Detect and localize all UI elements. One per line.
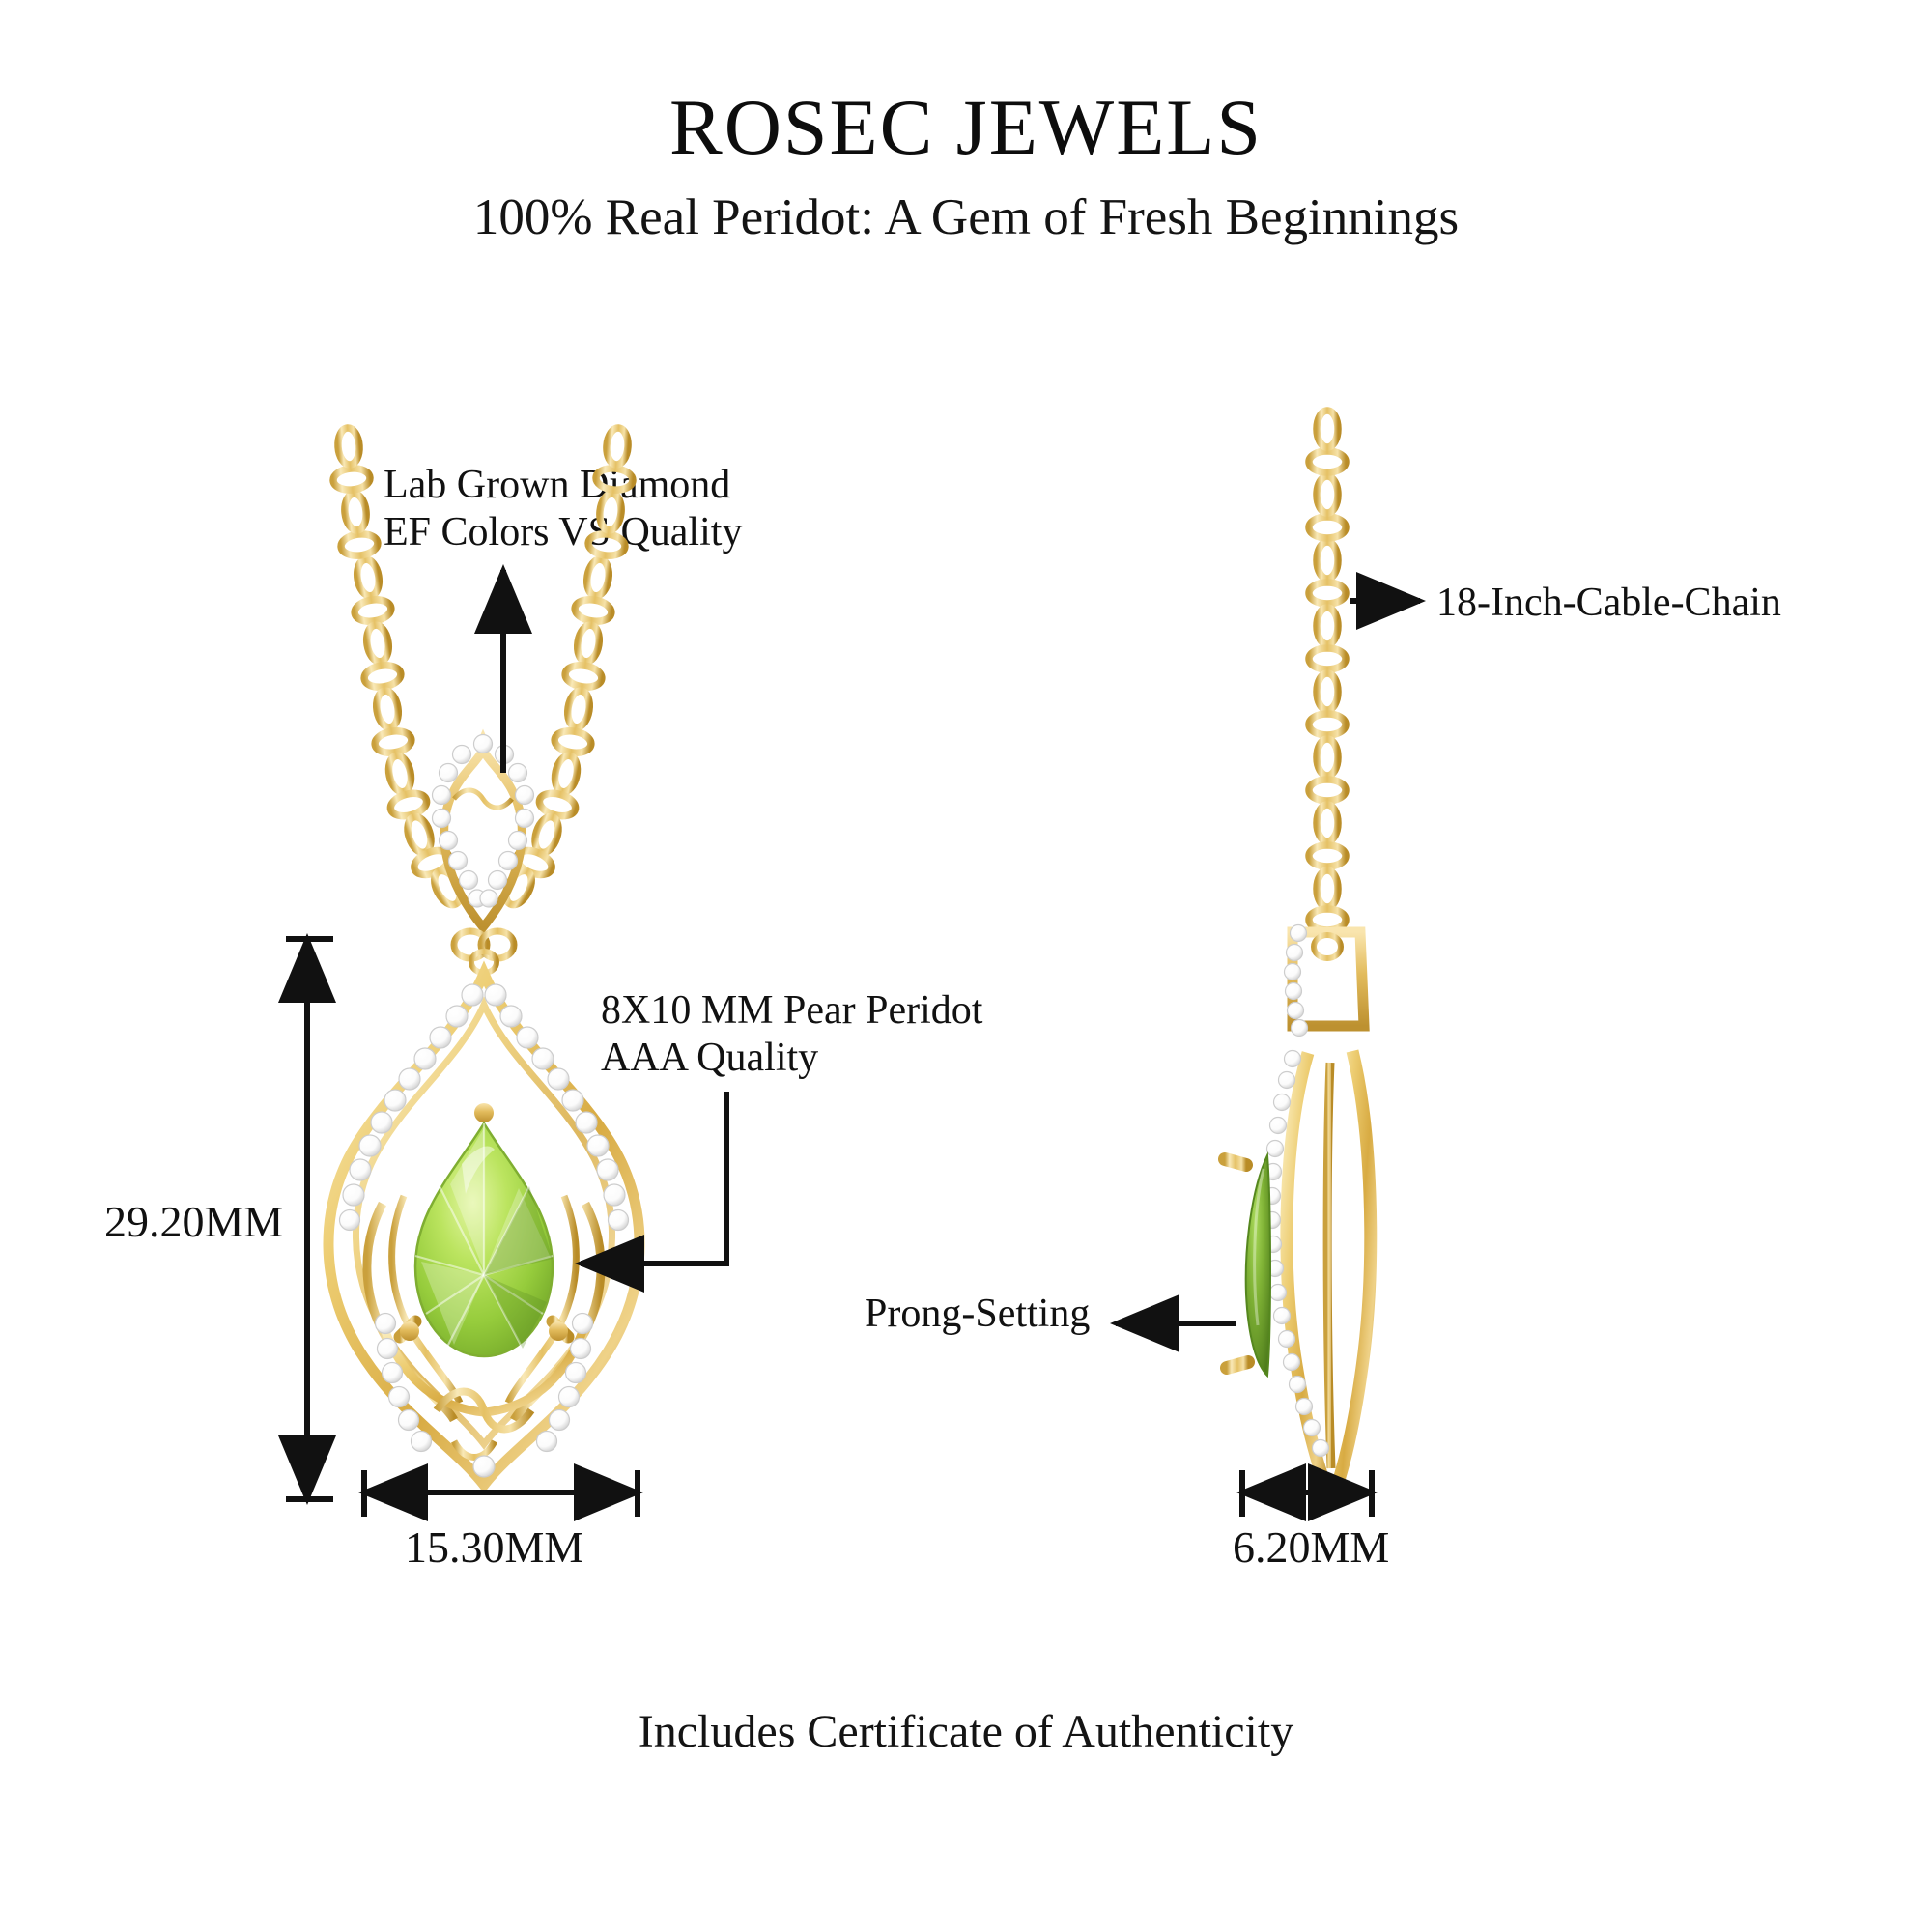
callout-lab-grown-diamond: Lab Grown Diamond EF Colors VS Quality [384, 462, 742, 555]
side-chain [1309, 411, 1346, 930]
pave-lower-right [535, 1312, 594, 1453]
callout-chain-line1: 18-Inch-Cable-Chain [1436, 581, 1781, 625]
certificate-note: Includes Certificate of Authenticity [638, 1706, 1294, 1757]
dimension-height-label: 29.20MM [104, 1197, 284, 1246]
pave-upper-left [338, 983, 484, 1232]
leader-peridot [575, 1092, 729, 1293]
prongs [393, 1103, 575, 1382]
side-pendant-profile [1218, 1049, 1378, 1494]
dimension-lines [278, 933, 1378, 1521]
pave-lower-left [374, 1312, 433, 1453]
callout-diamond-line1: Lab Grown Diamond [384, 463, 731, 507]
leader-arrows [474, 564, 1426, 1352]
front-bail [431, 728, 535, 976]
side-bail [1283, 923, 1370, 1049]
callout-peridot-line2: AAA Quality [601, 1035, 819, 1080]
dimension-width-label: 15.30MM [405, 1522, 584, 1572]
callout-cable-chain: 18-Inch-Cable-Chain [1436, 580, 1781, 627]
pave-upper-right [484, 983, 630, 1232]
page-subtitle: 100% Real Peridot: A Gem of Fresh Beginn… [472, 189, 1460, 245]
callout-prong-line1: Prong-Setting [865, 1292, 1091, 1336]
center-stone-peridot [393, 1103, 575, 1382]
page-title: ROSEC JEWELS [669, 83, 1263, 171]
callout-pear-peridot: 8X10 MM Pear Peridot AAA Quality [601, 987, 982, 1081]
callout-peridot-line1: 8X10 MM Pear Peridot [601, 988, 983, 1033]
callout-diamond-line2: EF Colors VS Quality [384, 509, 743, 554]
dimension-depth-label: 6.20MM [1233, 1522, 1390, 1572]
callout-prong-setting: Prong-Setting [865, 1291, 1090, 1338]
